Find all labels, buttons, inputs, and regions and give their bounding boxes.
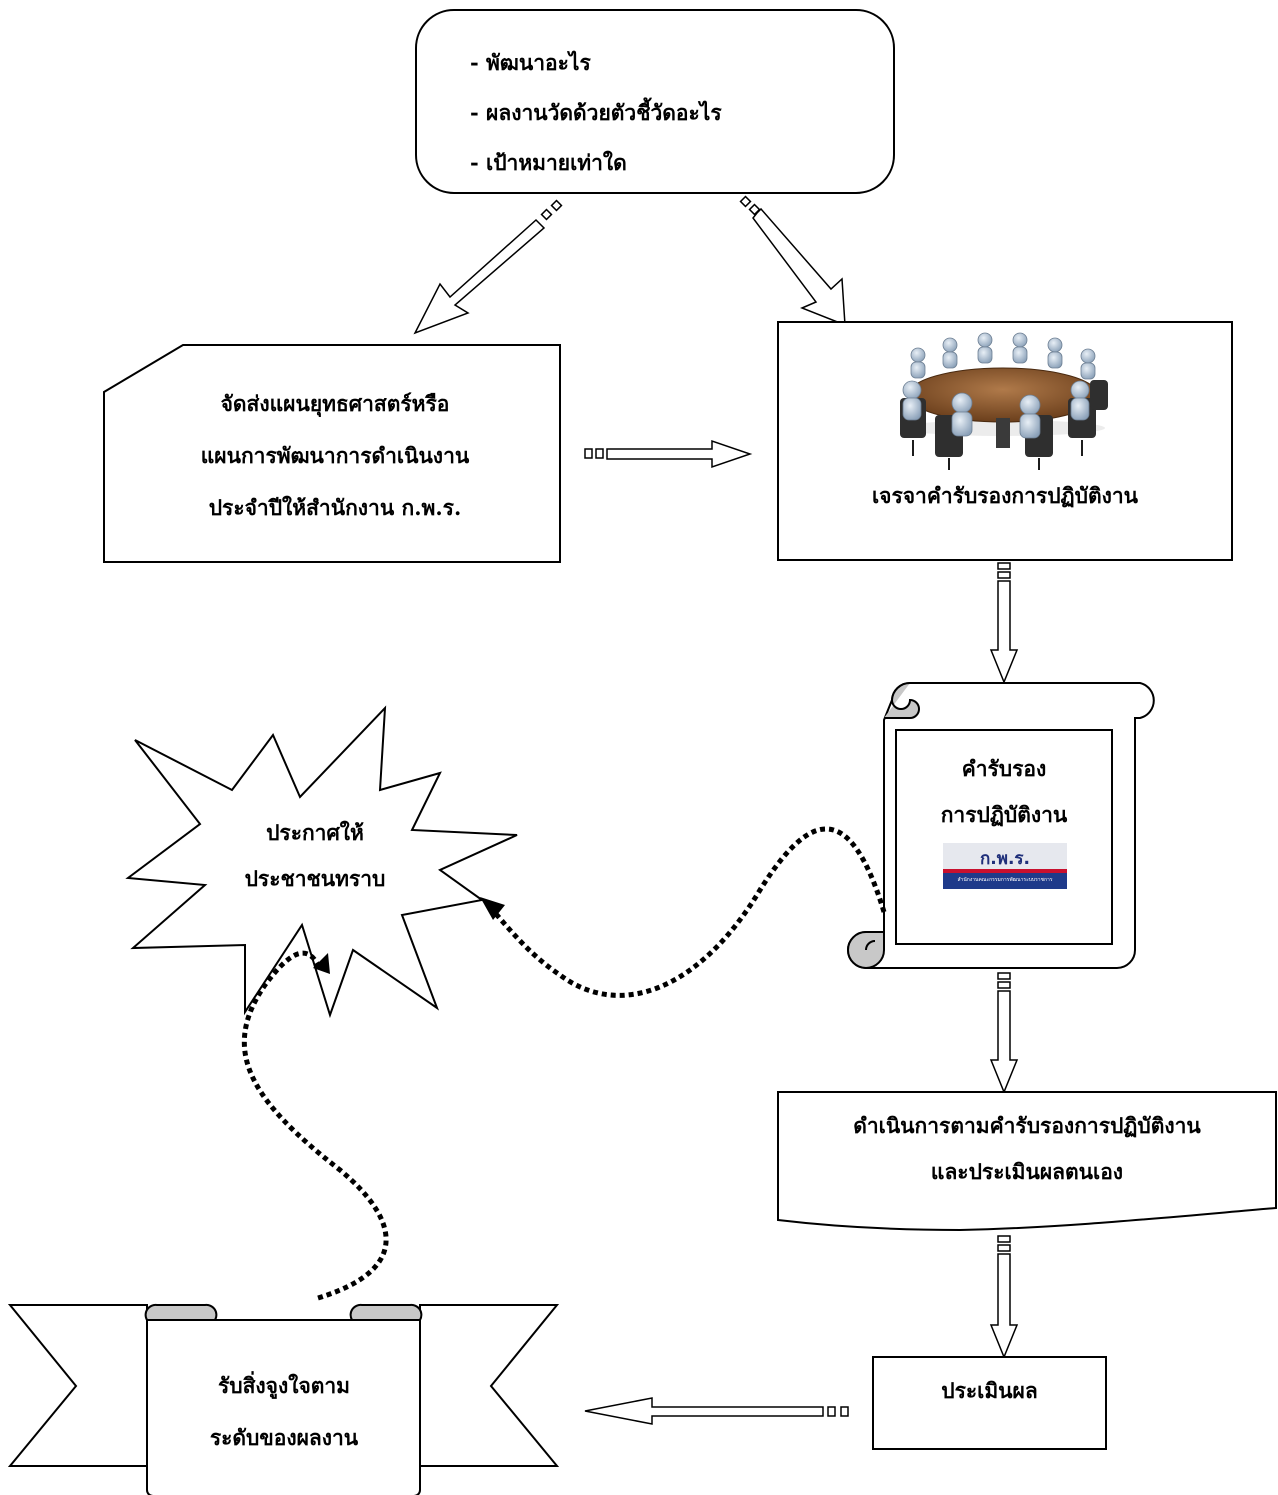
submit-plan-text: จัดส่งแผนยุทธศาสตร์หรือ แผนการพัฒนาการดำ… [120, 378, 550, 534]
arrow-negotiate-to-agreement [989, 562, 1019, 684]
ocsc-logo: ก.พ.ร. สำนักงานคณะกรรมการพัฒนาระบบราชการ [943, 843, 1067, 889]
execute-text: ดำเนินการตามคำรับรองการปฏิบัติงาน และประ… [782, 1103, 1272, 1195]
goal-list: - พัฒนาอะไร - ผลงานวัดด้วยตัวชี้วัดอะไร … [470, 38, 870, 188]
meeting-illustration [900, 332, 1108, 470]
announce-burst [125, 705, 518, 1019]
goal-box [415, 9, 895, 194]
arrow-agreement-to-execute [989, 972, 1019, 1094]
dotted-arrow-reward-to-announce [241, 950, 389, 1301]
agreement-text: คำรับรอง การปฏิบัติงาน [900, 746, 1108, 838]
negotiate-label: เจรจาคำรับรองการปฏิบัติงาน [871, 483, 1139, 508]
arrow-goal-to-negotiate [739, 195, 846, 327]
announce-text: ประกาศให้ ประชาชนทราบ [200, 810, 430, 902]
ocsc-logo-text: ก.พ.ร. [979, 849, 1030, 869]
agreement-inner-frame [895, 729, 1113, 945]
announce-line: ประกาศให้ [266, 820, 364, 845]
agreement-line: การปฏิบัติงาน [940, 802, 1068, 827]
ocsc-logo-stripe [943, 869, 1067, 873]
ocsc-logo-band [943, 873, 1067, 889]
arrow-plan-to-negotiate [584, 439, 753, 469]
execute-box [777, 1091, 1277, 1232]
arrow-execute-to-evaluate [989, 1235, 1019, 1359]
submit-plan-line: ประจำปีให้สำนักงาน ก.พ.ร. [208, 495, 462, 520]
execute-line: และประเมินผลตนเอง [930, 1159, 1124, 1184]
submit-plan-line: แผนการพัฒนาการดำเนินงาน [200, 443, 470, 468]
reward-ribbon [7, 1303, 560, 1495]
reward-line: รับสิ่งจูงใจตาม [217, 1373, 351, 1398]
agreement-line: คำรับรอง [961, 756, 1047, 781]
goal-item: - พัฒนาอะไร [470, 50, 591, 75]
dotted-arrow-agreement-to-announce [480, 826, 887, 998]
evaluate-label: ประเมินผล [941, 1378, 1038, 1403]
goal-item: - เป้าหมายเท่าใด [470, 150, 627, 175]
goal-item: - ผลงานวัดด้วยตัวชี้วัดอะไร [470, 100, 722, 125]
ocsc-logo-subtext: สำนักงานคณะกรรมการพัฒนาระบบราชการ [957, 877, 1053, 883]
submit-plan-line: จัดส่งแผนยุทธศาสตร์หรือ [220, 391, 450, 416]
announce-line: ประชาชนทราบ [244, 866, 386, 891]
execute-line: ดำเนินการตามคำรับรองการปฏิบัติงาน [853, 1113, 1201, 1138]
reward-text: รับสิ่งจูงใจตาม ระดับของผลงาน [150, 1360, 418, 1464]
arrow-evaluate-to-reward [584, 1397, 849, 1425]
arrow-goal-to-plan [413, 199, 563, 335]
evaluate-box [872, 1356, 1107, 1450]
reward-line: ระดับของผลงาน [209, 1425, 359, 1450]
submit-plan-box [103, 344, 561, 563]
